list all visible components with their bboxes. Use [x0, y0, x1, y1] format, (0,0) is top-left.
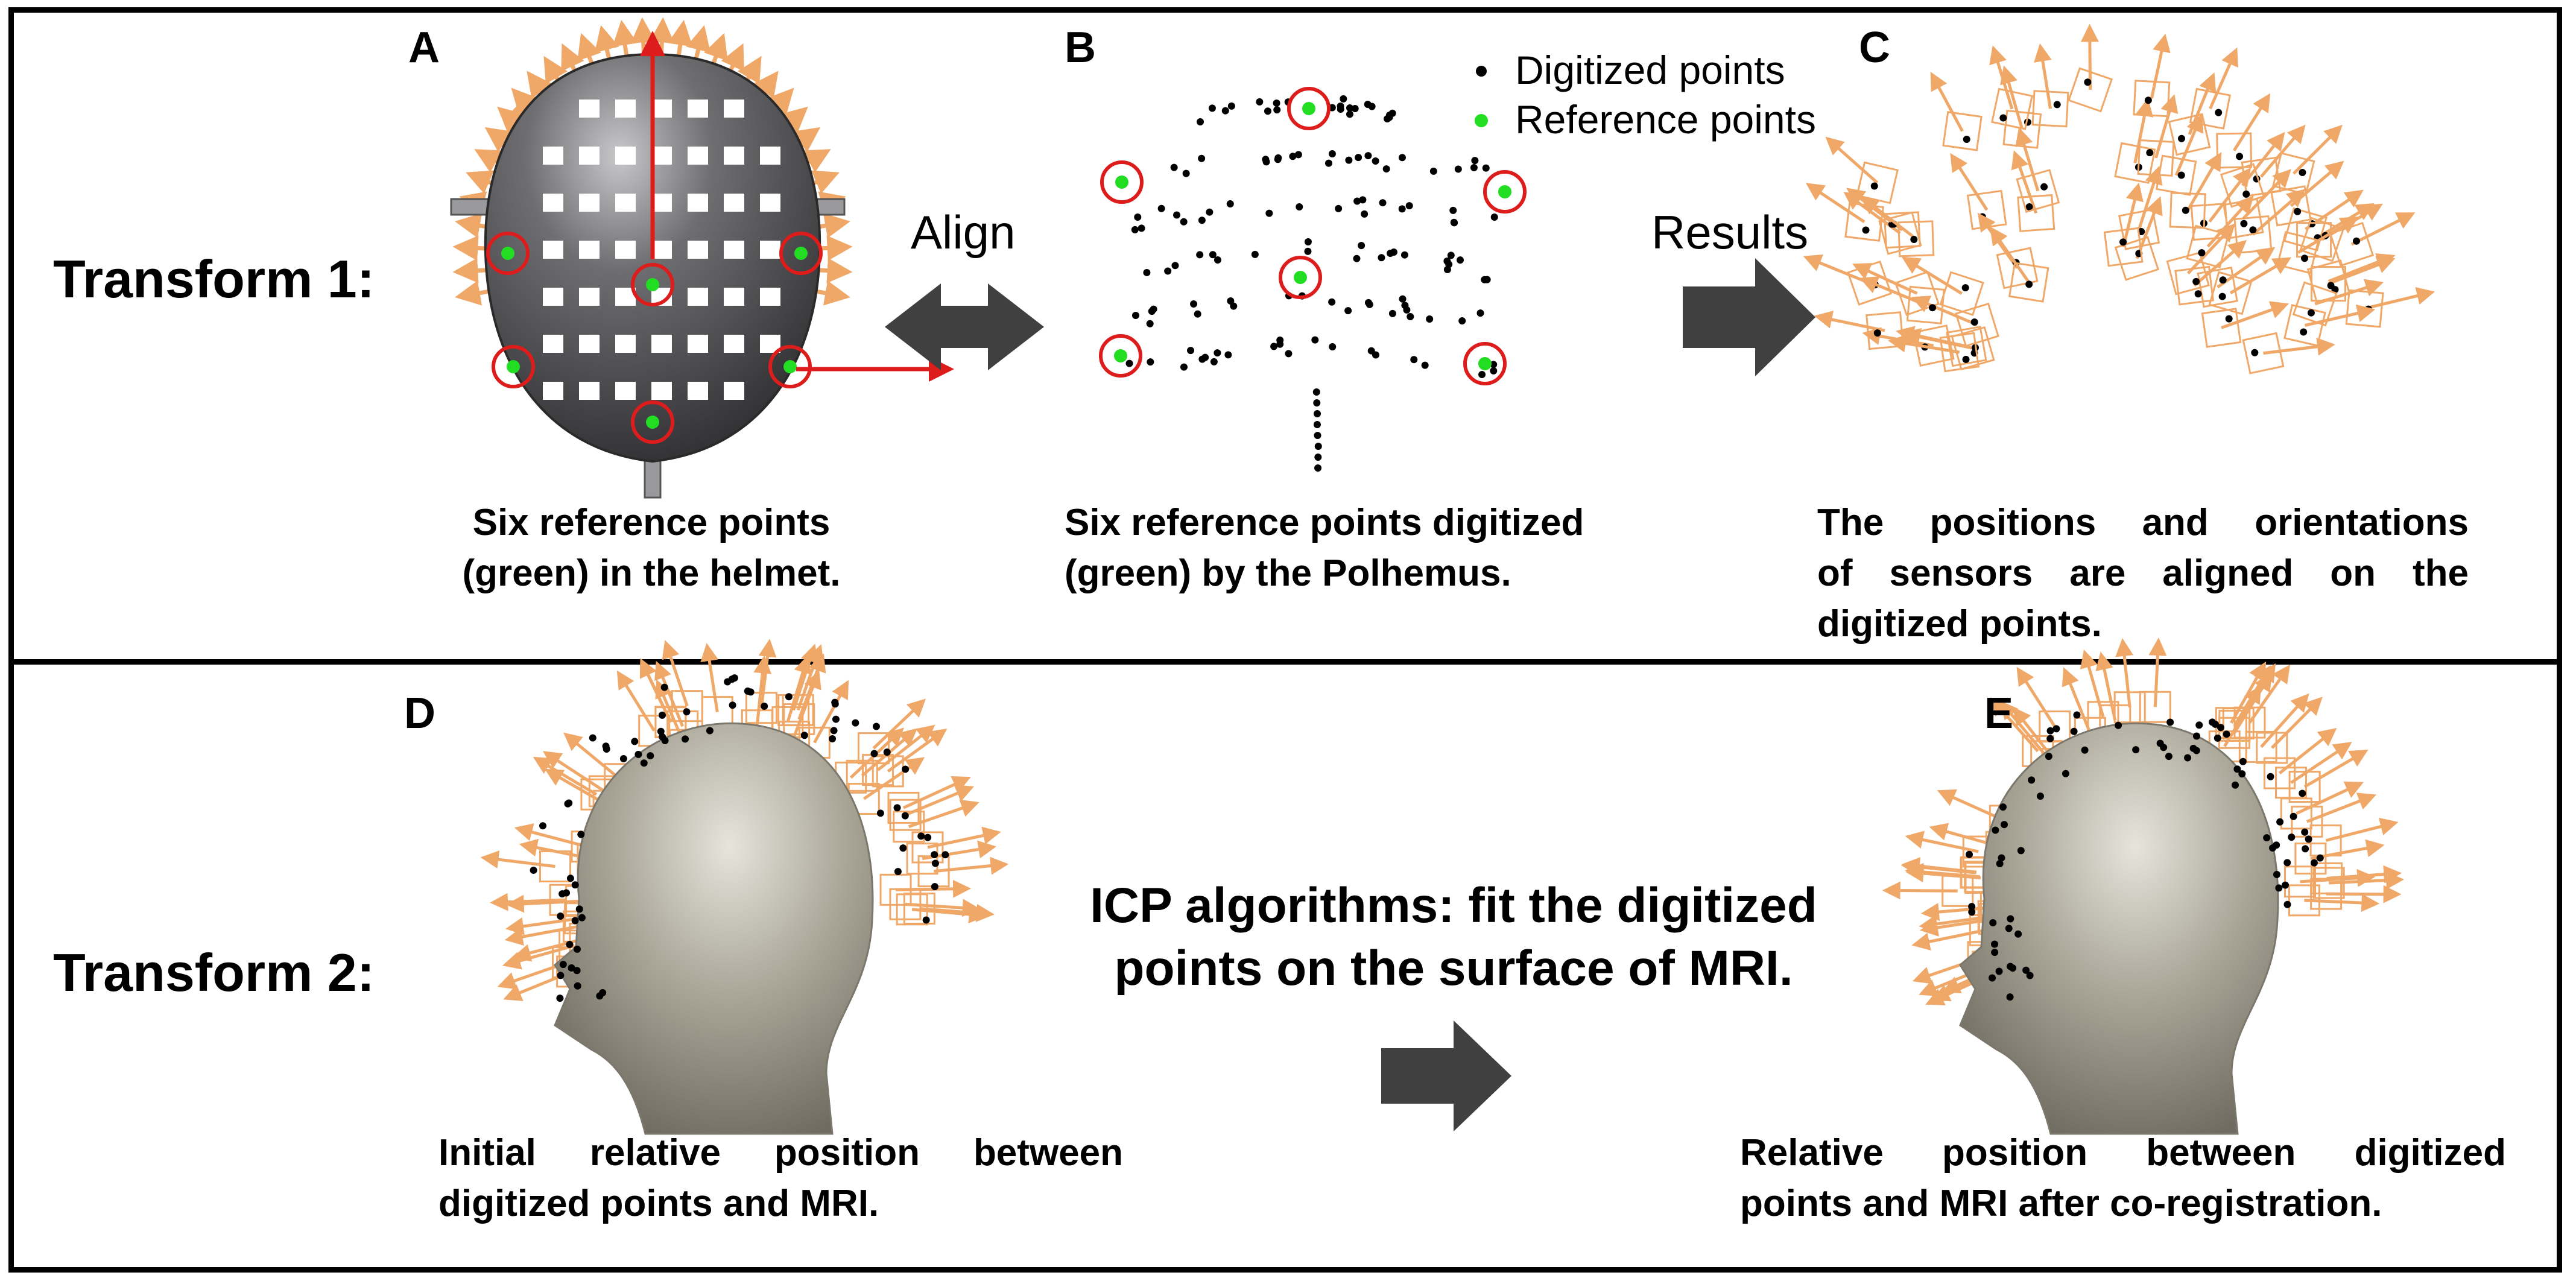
panel-a-caption-line: (green) in the helmet. — [462, 552, 841, 594]
transform2-label: Transform 2: — [53, 943, 375, 1002]
row-divider — [8, 659, 2562, 665]
panel-e-label: E — [1984, 689, 2014, 738]
align-double-arrow — [885, 283, 1044, 370]
digitized-points-cloud — [1099, 87, 1527, 472]
figure-frame — [8, 7, 2562, 1273]
head-after-illustration — [1882, 637, 2405, 1135]
panel-e-caption-line: points and MRI after co-registration. — [1740, 1183, 2382, 1224]
panel-b-caption-line: Six reference points digitized — [1065, 502, 1584, 543]
panel-b-caption-line: (green) by the Polhemus. — [1065, 552, 1511, 594]
panel-d-caption-line: Initial relative position between — [438, 1132, 1123, 1174]
panel-a-label: A — [408, 24, 440, 72]
results-label: Results — [1651, 206, 1809, 259]
panel-c-label: C — [1859, 24, 1890, 72]
panel-a-caption-line: Six reference points — [472, 502, 831, 543]
head-before-illustration — [480, 639, 1009, 1135]
icp-description: ICP algorithms: fit the digitized points… — [1049, 874, 1858, 1000]
panel-c-caption-line: of sensors are aligned on the — [1817, 552, 2469, 594]
panel-c-caption-line: The positions and orientations — [1817, 502, 2469, 543]
panel-e-caption: Relative position between digitized poin… — [1740, 1128, 2506, 1229]
panel-c-caption-line: digitized points. — [1817, 603, 2102, 645]
legend — [1475, 66, 1488, 127]
transform1-label: Transform 1: — [53, 249, 375, 309]
panel-d-label: D — [404, 689, 435, 738]
icp-description-line: ICP algorithms: fit the digitized — [1090, 878, 1817, 933]
icp-description-line: points on the surface of MRI. — [1114, 941, 1793, 996]
icp-arrow — [1381, 1020, 1511, 1131]
aligned-sensors-illustration — [1803, 24, 2435, 375]
helmet-illustration — [450, 17, 954, 499]
panel-c-caption: The positions and orientations of sensor… — [1817, 498, 2469, 650]
legend-reference-label: Reference points — [1515, 97, 1816, 142]
results-arrow — [1683, 258, 1815, 376]
align-label: Align — [911, 206, 1016, 259]
panel-e-caption-line: Relative position between digitized — [1740, 1132, 2506, 1174]
panel-d-caption: Initial relative position between digiti… — [438, 1128, 1123, 1229]
legend-digitized-label: Digitized points — [1515, 48, 1785, 92]
panel-b-label: B — [1065, 24, 1096, 72]
panel-b-caption: Six reference points digitized (green) b… — [1065, 498, 1644, 599]
panel-d-caption-line: digitized points and MRI. — [438, 1183, 879, 1224]
panel-a-caption: Six reference points (green) in the helm… — [434, 498, 869, 599]
